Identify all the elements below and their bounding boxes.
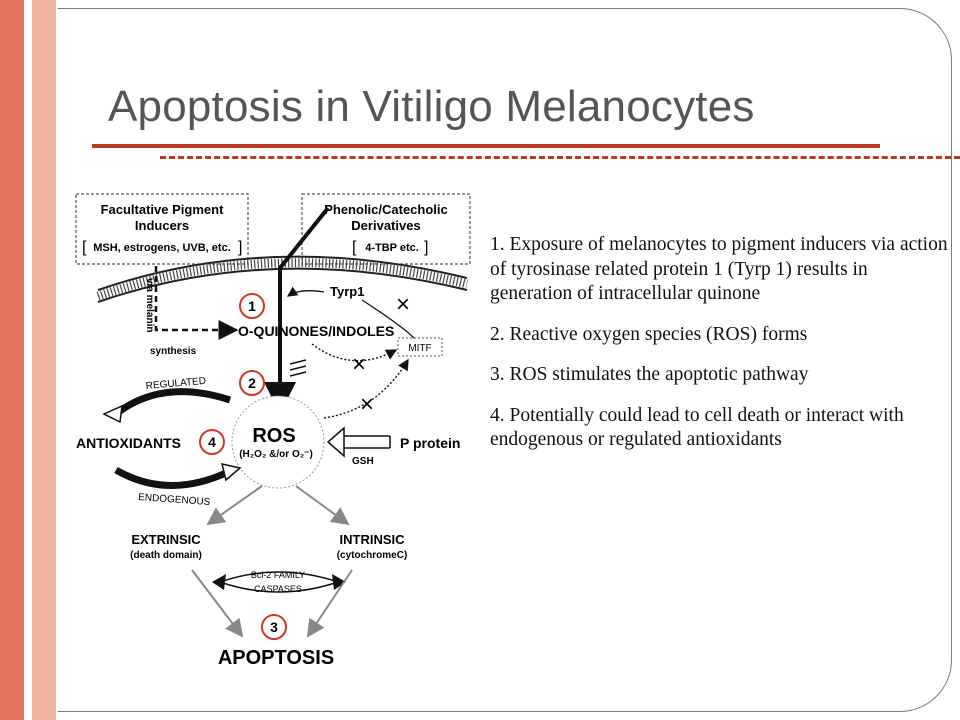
bcl2-right-head (332, 574, 346, 590)
apoptosis-label: APOPTOSIS (218, 647, 334, 669)
quinones-to-mitf (311, 343, 398, 362)
step-4-circle (199, 429, 225, 455)
accent-bar-light (32, 0, 56, 720)
step-1-circle (239, 293, 265, 319)
step-3-circle (261, 614, 287, 640)
inhibition-mark-3: × (360, 391, 374, 418)
apoptosis-pathway-diagram: Facultative Pigment Inducers [ MSH, estr… (75, 193, 471, 669)
p-protein-label: P protein (400, 435, 460, 451)
regulated-label: REGULATED (145, 376, 206, 392)
bracket-right-2: ] (424, 239, 428, 256)
step-1-number: 1 (248, 298, 256, 314)
ros-to-intrinsic-arrow (295, 485, 350, 526)
cell-membrane-outer (97, 255, 468, 291)
intrinsic-to-apoptosis-arrow (306, 569, 353, 638)
endogenous-arrowhead (220, 463, 242, 482)
bcl2-arc (219, 571, 339, 583)
extrinsic-to-apoptosis-arrow (191, 569, 244, 638)
step-2-circle (239, 370, 265, 396)
note-step-3: 3. ROS stimulates the apoptotic pathway (490, 364, 809, 385)
accent-bar-dark (0, 0, 24, 720)
caspases-label: CASPASES (254, 584, 302, 594)
gsh-label: GSH (352, 456, 374, 467)
endogenous-label: ENDOGENOUS (138, 492, 211, 508)
phenolic-title-2: Derivatives (351, 218, 420, 233)
phenolic-to-ros-arrow (264, 206, 330, 414)
mitf-label: MITF (408, 343, 431, 354)
hash-marks (289, 359, 307, 377)
phenolic-derivatives-box (301, 193, 471, 265)
bcl2-left-head (212, 574, 226, 590)
ros-to-mitf (323, 358, 409, 419)
pigment-inducers-title-2: Inducers (135, 218, 189, 233)
cell-membrane-inner (97, 267, 468, 303)
synthesis-label: synthesis (150, 346, 197, 357)
tyrp1-feedback (361, 299, 415, 339)
pigment-inducers-box (75, 193, 249, 265)
ros-label: ROS (252, 425, 295, 447)
phenolic-title-1: Phenolic/Catecholic (324, 202, 448, 217)
bracket-left: [ (82, 239, 87, 256)
slide-title: Apoptosis in Vitiligo Melanocytes (108, 82, 755, 131)
inhibition-mark-2: × (352, 351, 366, 378)
bracket-right: ] (238, 239, 242, 256)
note-step-1: 1. Exposure of melanocytes to pigment in… (490, 234, 948, 304)
title-underline (92, 144, 880, 148)
mitf-box (397, 337, 443, 357)
ros-to-extrinsic-arrow (206, 485, 263, 526)
regulated-arc (113, 388, 232, 417)
step-3-number: 3 (270, 619, 278, 635)
p-protein-arrowhead (326, 426, 345, 458)
regulated-arrowhead (102, 404, 123, 424)
slide-frame (58, 8, 952, 712)
explanation-notes: 1. Exposure of melanocytes to pigment in… (490, 233, 950, 469)
via-melanin-label: via melanin (144, 278, 155, 332)
note-step-2: 2. Reactive oxygen species (ROS) forms (490, 323, 808, 345)
phenolic-examples: 4-TBP etc. (365, 242, 419, 254)
intrinsic-label: INTRINSIC (340, 532, 406, 547)
tyrp1-label: Tyrp1 (330, 284, 364, 299)
ros-sub-label: (H₂O₂ &/or O₂⁻) (239, 449, 313, 460)
p-protein-arrow-shaft (344, 435, 391, 449)
endogenous-arc (114, 466, 230, 489)
antioxidants-label: ANTIOXIDANTS (76, 435, 181, 451)
pigment-inducers-examples: MSH, estrogens, UVB, etc. (93, 242, 231, 254)
bcl2-label: Bcl-2 FAMILY (251, 570, 305, 580)
inhibition-mark-1: × (396, 291, 410, 318)
step-4-number: 4 (208, 434, 216, 450)
bracket-left-2: [ (352, 239, 357, 256)
extrinsic-label: EXTRINSIC (131, 532, 201, 547)
melanin-synthesis-arrow (154, 266, 239, 340)
note-step-4: 4. Potentially could lead to cell death … (490, 404, 904, 451)
step-2-number: 2 (248, 375, 256, 391)
pigment-inducers-title-1: Facultative Pigment (101, 202, 224, 217)
quinones-label: O-QUINONES/INDOLES (238, 323, 394, 339)
caspases-arc (219, 581, 339, 593)
intrinsic-sub-label: (cytochromeC) (337, 550, 408, 561)
ros-circle (231, 395, 325, 489)
extrinsic-sub-label: (death domain) (130, 550, 202, 561)
tyrp1-loop (286, 286, 325, 297)
dashed-divider (160, 156, 960, 159)
